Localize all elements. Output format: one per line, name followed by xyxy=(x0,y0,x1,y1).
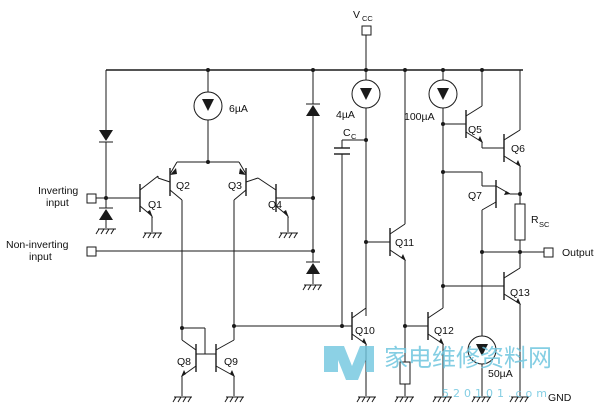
vcc-terminal xyxy=(361,25,372,70)
transistor-q9 xyxy=(215,326,235,396)
vcc-label-sub: CC xyxy=(362,14,373,23)
q3-label: Q3 xyxy=(228,180,242,192)
ground-symbol xyxy=(172,396,192,403)
transistor-q13 xyxy=(443,252,521,396)
inverting-label-line1: Inverting xyxy=(38,185,78,197)
transistor-q8 xyxy=(181,328,205,396)
transistor-q6 xyxy=(500,70,521,194)
q1-label: Q1 xyxy=(148,199,162,211)
current-100ua-label: 100µA xyxy=(404,111,435,123)
current-source-50ua xyxy=(467,328,497,396)
rsc-label-sub: SC xyxy=(539,220,550,229)
ground-symbol xyxy=(95,228,116,235)
ground-symbol xyxy=(224,396,244,403)
ground-symbol xyxy=(278,232,298,239)
watermark-text: 家电维修资料网 xyxy=(384,344,552,372)
input-diode-upper xyxy=(99,70,113,198)
output-label: Output xyxy=(562,247,594,259)
current-source-100ua xyxy=(428,70,458,286)
q11-label: Q11 xyxy=(395,237,414,249)
q10-label: Q10 xyxy=(355,325,375,337)
transistor-q11 xyxy=(366,70,406,362)
emitter-resistor xyxy=(399,361,411,396)
rsc-label: R xyxy=(531,214,539,226)
bias-diode-upper xyxy=(306,70,320,251)
ground-symbol xyxy=(142,232,162,239)
q8-label: Q8 xyxy=(177,356,191,368)
q2-label: Q2 xyxy=(176,180,190,192)
q9-label: Q9 xyxy=(224,356,238,368)
transistor-q4 xyxy=(245,177,313,232)
q5-label: Q5 xyxy=(468,124,482,136)
transistor-q12 xyxy=(405,286,444,396)
compensation-capacitor xyxy=(334,139,366,326)
transistor-q7 xyxy=(443,171,520,328)
ground-symbol xyxy=(432,396,452,403)
transistor-q5 xyxy=(443,70,500,149)
bias-diode-lower xyxy=(306,251,320,284)
current-source-6ua xyxy=(193,70,223,162)
cap-label-sub: C xyxy=(351,132,357,141)
output-terminal xyxy=(543,247,554,258)
watermark-logo xyxy=(324,346,374,380)
ground-symbol xyxy=(356,396,376,403)
transistor-q1 xyxy=(139,175,171,232)
noninverting-label-line1: Non-inverting xyxy=(6,239,69,251)
ground-symbol xyxy=(509,396,529,403)
vcc-label: V xyxy=(353,9,360,21)
q12-label: Q12 xyxy=(434,325,454,337)
q7-label: Q7 xyxy=(468,190,482,202)
cap-label: C xyxy=(343,127,351,139)
inverting-label-line2: input xyxy=(46,197,69,209)
ground-symbol xyxy=(471,396,491,403)
q13-label: Q13 xyxy=(510,287,530,299)
gnd-label: GND xyxy=(548,392,572,404)
noninverting-label-line2: input xyxy=(29,251,52,263)
q6-label: Q6 xyxy=(511,143,525,155)
input-diode-lower xyxy=(99,198,113,228)
current-50ua-label: 50µA xyxy=(488,368,513,380)
watermark-url: 520101.com xyxy=(442,387,551,400)
ground-symbol xyxy=(394,396,414,403)
current-6ua-label: 6µA xyxy=(229,103,248,115)
ground-symbol xyxy=(302,284,322,291)
inverting-input-terminal xyxy=(86,193,140,204)
q4-label: Q4 xyxy=(268,199,282,211)
short-circuit-resistor xyxy=(514,194,526,252)
noninverting-input-terminal xyxy=(86,246,313,257)
current-source-4ua xyxy=(351,70,381,316)
current-4ua-label: 4µA xyxy=(336,109,355,121)
